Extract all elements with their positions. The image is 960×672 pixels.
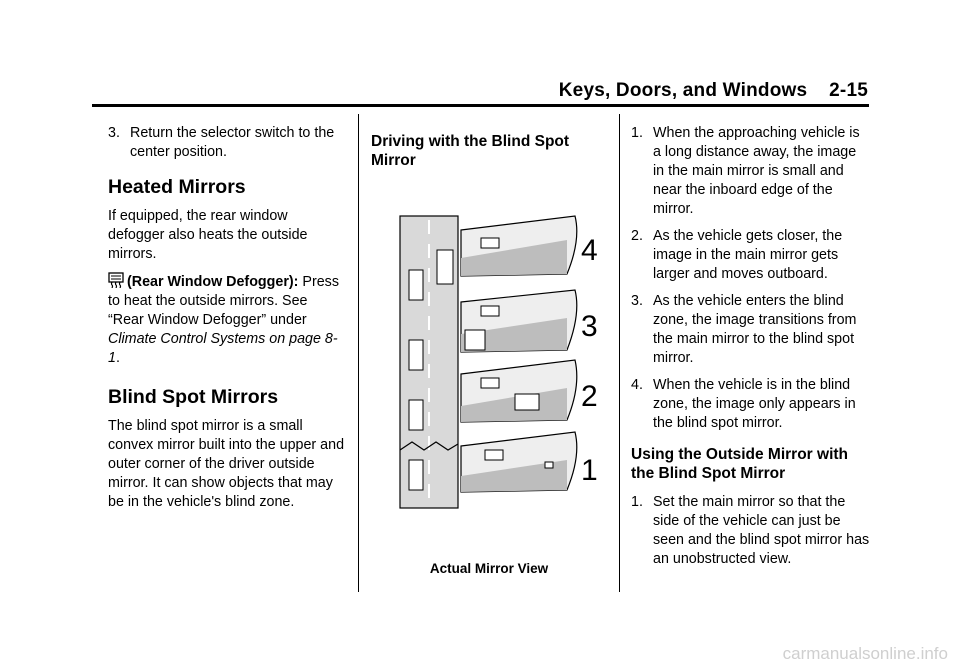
mirror-label-4: 4 bbox=[581, 234, 598, 267]
mirror-1 bbox=[460, 431, 578, 493]
step-item: 2. As the vehicle gets closer, the image … bbox=[631, 227, 871, 284]
step-item: 4. When the vehicle is in the blind zone,… bbox=[631, 376, 871, 433]
mirror-label-3: 3 bbox=[581, 310, 598, 343]
defogger-body: Press to heat the outside mirrors. See “… bbox=[108, 274, 339, 328]
mirror-label-2: 2 bbox=[581, 380, 598, 413]
heated-mirrors-body: If equipped, the rear window defogger al… bbox=[108, 208, 308, 262]
mirror-view-illustration: 4 3 2 1 bbox=[399, 215, 598, 509]
heated-mirrors-heading: Heated Mirrors bbox=[108, 176, 246, 198]
step-item: 1. Set the main mirror so that the side o… bbox=[631, 493, 871, 569]
using-mirror-steps: 1. Set the main mirror so that the side o… bbox=[631, 493, 871, 569]
driving-blind-spot-heading: Driving with the Blind Spot Mirror bbox=[371, 133, 570, 169]
step-number: 4. bbox=[631, 377, 643, 393]
step-number: 2. bbox=[631, 228, 643, 244]
header-rule bbox=[92, 104, 869, 107]
rear-defogger-icon bbox=[108, 272, 124, 288]
step-number: 3. bbox=[631, 293, 643, 309]
using-outside-mirror-heading: Using the Outside Mirror with the Blind … bbox=[631, 446, 849, 482]
column-3: 1. When the approaching vehicle is a long… bbox=[631, 124, 871, 577]
blind-spot-mirrors-heading: Blind Spot Mirrors bbox=[108, 386, 279, 408]
column-1: 3. Return the selector switch to the cen… bbox=[108, 124, 346, 520]
step-text: Return the selector switch to the center… bbox=[130, 125, 335, 160]
blind-spot-mirrors-body: The blind spot mirror is a small convex … bbox=[108, 418, 345, 510]
column-divider-1 bbox=[358, 114, 359, 592]
step-item: 3. As the vehicle enters the blind zone, … bbox=[631, 292, 871, 368]
step-3: 3. Return the selector switch to the cen… bbox=[108, 124, 346, 162]
step-text: Set the main mirror so that the side of … bbox=[653, 494, 870, 567]
step-number: 1. bbox=[631, 494, 643, 510]
step-number: 3. bbox=[108, 125, 120, 141]
column-2: Driving with the Blind Spot Mirror bbox=[371, 132, 607, 180]
step-text: As the vehicle enters the blind zone, th… bbox=[653, 293, 857, 366]
step-number: 1. bbox=[631, 125, 643, 141]
climate-control-link[interactable]: Climate Control Systems on page 8-1 bbox=[108, 331, 338, 366]
step-text: When the approaching vehicle is a long d… bbox=[653, 125, 860, 217]
column-divider-2 bbox=[619, 114, 620, 592]
figure-caption: Actual Mirror View bbox=[429, 561, 549, 576]
defogger-end: . bbox=[115, 350, 120, 366]
step-text: When the vehicle is in the blind zone, t… bbox=[653, 377, 856, 431]
mirror-2 bbox=[460, 359, 578, 423]
defogger-label: (Rear Window Defogger): bbox=[127, 274, 299, 290]
approaching-vehicle-steps: 1. When the approaching vehicle is a long… bbox=[631, 124, 871, 433]
mirror-4 bbox=[460, 215, 578, 277]
step-item: 1. When the approaching vehicle is a long… bbox=[631, 124, 871, 219]
mirror-label-1: 1 bbox=[581, 454, 598, 487]
watermark: carmanualsonline.info bbox=[782, 644, 948, 663]
step-text: As the vehicle gets closer, the image in… bbox=[653, 228, 843, 282]
defogger-paragraph: (Rear Window Defogger): Press to heat th… bbox=[108, 272, 346, 368]
mirror-3 bbox=[460, 289, 578, 353]
page-header-title: Keys, Doors, and Windows 2-15 bbox=[558, 80, 868, 101]
